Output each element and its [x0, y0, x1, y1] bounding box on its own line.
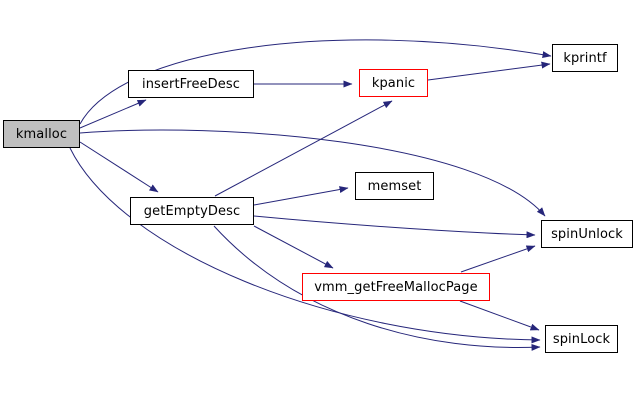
graph-node-getEmptyDesc[interactable]: getEmptyDesc	[130, 197, 254, 225]
graph-node-kpanic[interactable]: kpanic	[359, 69, 428, 97]
edge-getEmptyDesc-to-spinUnlock	[253, 215, 536, 239]
edge-vmm_getFreeMallocPage-to-spinUnlock	[460, 245, 536, 273]
graph-node-kmalloc[interactable]: kmalloc	[3, 120, 80, 148]
edge-getEmptyDesc-to-vmm_getFreeMallocPage	[253, 225, 334, 269]
graph-node-label-kmalloc: kmalloc	[15, 126, 68, 142]
edge-kmalloc-to-spinUnlock	[79, 129, 546, 217]
edge-kmalloc-to-kprintf	[79, 39, 552, 125]
graph-node-label-spinLock: spinLock	[552, 331, 611, 347]
edge-getEmptyDesc-to-spinLock	[213, 225, 541, 351]
edge-kpanic-to-kprintf	[427, 61, 551, 81]
graph-node-label-memset: memset	[367, 178, 422, 194]
graph-node-insertFreeDesc[interactable]: insertFreeDesc	[128, 70, 254, 98]
graph-node-label-spinUnlock: spinUnlock	[551, 226, 623, 242]
graph-node-label-kpanic: kpanic	[371, 75, 416, 91]
edge-kmalloc-to-getEmptyDesc	[79, 141, 159, 193]
graph-node-label-kprintf: kprintf	[563, 50, 607, 66]
edge-vmm_getFreeMallocPage-to-spinLock	[459, 300, 540, 331]
edge-group	[69, 39, 552, 351]
graph-node-spinUnlock[interactable]: spinUnlock	[541, 220, 633, 248]
edge-kmalloc-to-insertFreeDesc	[79, 99, 147, 129]
edge-getEmptyDesc-to-memset	[253, 186, 349, 206]
graph-node-label-vmm_getFreeMallocPage: vmm_getFreeMallocPage	[314, 279, 478, 295]
graph-node-spinLock[interactable]: spinLock	[545, 325, 618, 353]
graph-node-label-getEmptyDesc: getEmptyDesc	[143, 203, 241, 219]
edge-kmalloc-to-spinLock	[69, 147, 541, 344]
graph-node-memset[interactable]: memset	[355, 172, 434, 200]
graph-node-vmm_getFreeMallocPage[interactable]: vmm_getFreeMallocPage	[302, 273, 490, 301]
graph-node-kprintf[interactable]: kprintf	[552, 44, 618, 72]
edge-getEmptyDesc-to-kpanic	[214, 100, 393, 197]
graph-node-label-insertFreeDesc: insertFreeDesc	[142, 76, 240, 92]
